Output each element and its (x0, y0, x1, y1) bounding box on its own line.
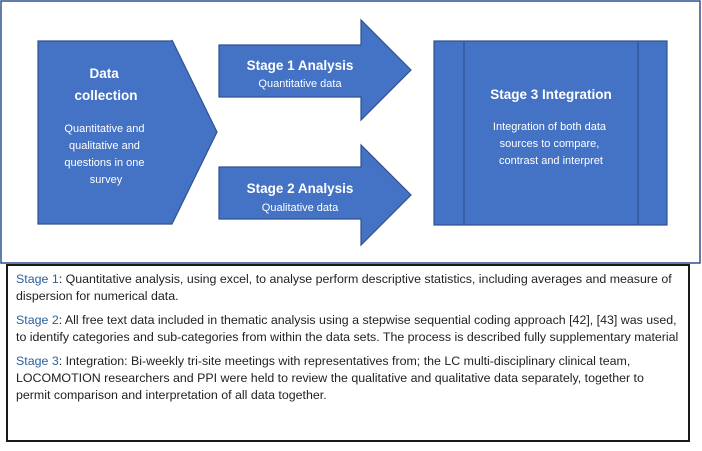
data-collection-body-line: qualitative and (69, 140, 140, 152)
data-collection-body-line: questions in one (64, 157, 144, 169)
stage3-label: Stage 3 (16, 354, 59, 368)
data-collection-title-line: collection (74, 88, 137, 103)
diagram-frame (0, 0, 701, 264)
stage2-arrow: Stage 2 Analysis Qualitative data (218, 143, 412, 247)
stage2-title: Stage 2 Analysis (247, 181, 354, 196)
stage3-body-line: Integration of both data (493, 121, 607, 133)
stage3-description: Stage 3: Integration: Bi-weekly tri-site… (16, 353, 680, 404)
stage3-body-line: contrast and interpret (499, 155, 603, 167)
data-collection-title-line: Data (89, 66, 119, 81)
stage1-text: : Quantitative analysis, using excel, to… (16, 272, 672, 303)
data-collection-body-line: survey (90, 174, 123, 186)
stage1-body: Quantitative data (258, 78, 342, 90)
stage1-label: Stage 1 (16, 272, 59, 286)
stage2-body: Qualitative data (262, 202, 339, 214)
stage3-body-line: sources to compare, (500, 138, 600, 150)
stage3-title: Stage 3 Integration (490, 87, 612, 102)
svg-text:Integration of both data: Integration of both data sources to comp… (493, 121, 609, 167)
stage1-description: Stage 1: Quantitative analysis, using ex… (16, 271, 680, 305)
data-collection-body-line: Quantitative and (64, 123, 144, 135)
stage1-arrow: Stage 1 Analysis Quantitative data (218, 18, 412, 122)
stage3-text: : Integration: Bi-weekly tri-site meetin… (16, 354, 644, 402)
stage2-label: Stage 2 (16, 313, 59, 327)
stage3-box: Stage 3 Integration Integration of both … (433, 40, 668, 226)
svg-text:Data collection: Data collection (74, 66, 137, 103)
stage1-title: Stage 1 Analysis (247, 58, 354, 73)
stage-descriptions-box: Stage 1: Quantitative analysis, using ex… (6, 264, 690, 442)
stage2-description: Stage 2: All free text data included in … (16, 312, 680, 346)
stage2-text: : All free text data included in themati… (16, 313, 679, 344)
svg-text:Quantitative and qualita: Quantitative and qualitative and questio… (64, 123, 147, 186)
data-collection-arrow: Data collection Quantitative and qualita… (37, 39, 218, 225)
